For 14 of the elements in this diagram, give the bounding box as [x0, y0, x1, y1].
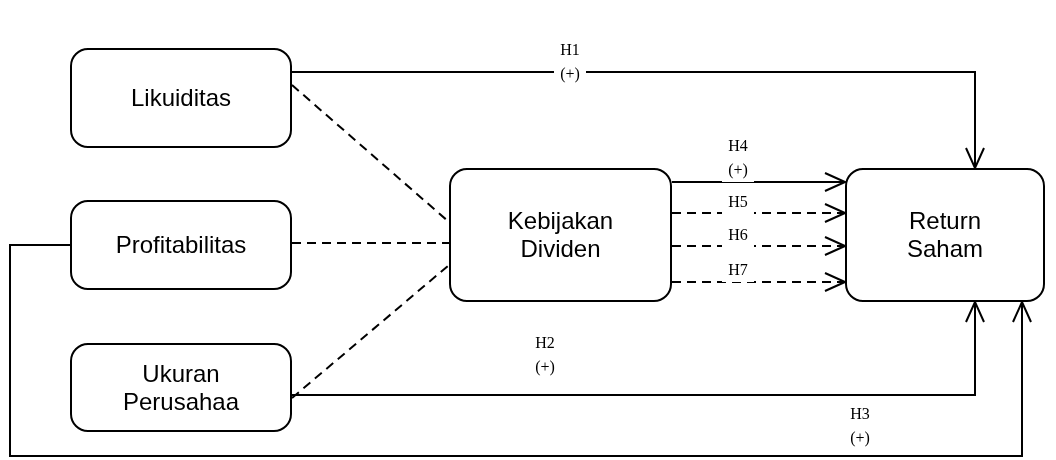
arrow — [671, 172, 846, 192]
connector-line — [291, 264, 450, 399]
variable-box: Likuiditas — [70, 48, 292, 148]
variable-box: Return Saham — [845, 168, 1045, 302]
arrow — [291, 71, 985, 169]
variable-box: Profitabilitas — [70, 200, 292, 290]
arrow — [671, 236, 846, 256]
variable-box: Kebijakan Dividen — [449, 168, 672, 302]
variable-box: Ukuran Perusahaa — [70, 343, 292, 432]
arrow — [9, 244, 1032, 457]
connector-line — [291, 242, 450, 244]
arrow — [671, 272, 846, 292]
arrow — [671, 203, 846, 223]
arrow — [291, 301, 985, 396]
